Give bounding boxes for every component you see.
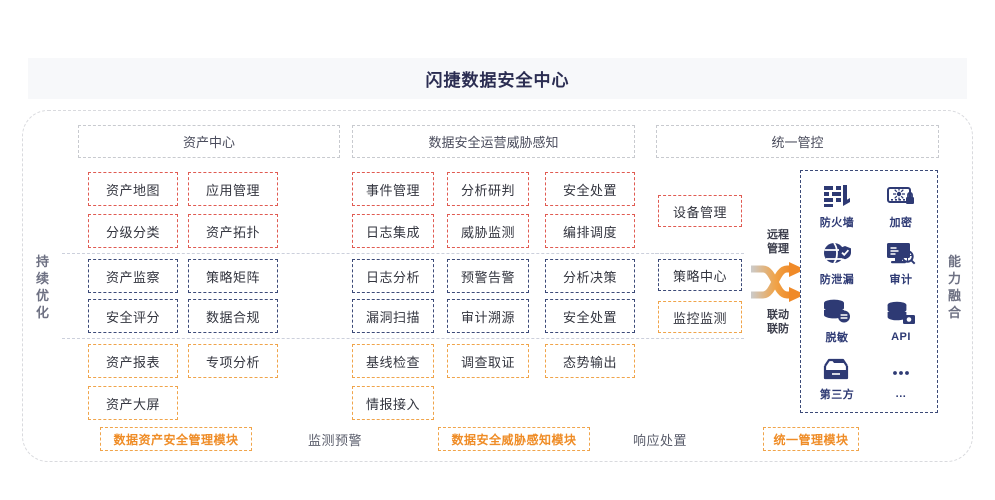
- tile-orchestration[interactable]: 编排调度: [545, 214, 635, 248]
- column-header-threat-awareness: 数据安全运营威胁感知: [352, 125, 635, 158]
- tile-analysis-judgment[interactable]: 分析研判: [447, 172, 529, 206]
- capability-label: API: [891, 330, 911, 343]
- tile-security-disposal[interactable]: 安全处置: [545, 299, 635, 333]
- tile-device-management[interactable]: 设备管理: [658, 195, 742, 227]
- capability-masking[interactable]: 脱敏: [805, 292, 869, 349]
- column-header-asset-center: 资产中心: [78, 125, 340, 158]
- capability-label: 第三方: [819, 388, 855, 401]
- tile-monitoring[interactable]: 监控监测: [658, 301, 742, 333]
- swap-arrows-icon: [751, 262, 805, 302]
- tile-asset-report[interactable]: 资产报表: [88, 344, 178, 378]
- tile-intel-access[interactable]: 情报接入: [352, 386, 434, 420]
- tile-log-analysis[interactable]: 日志分析: [352, 259, 434, 293]
- tier-separator-2: [62, 338, 744, 339]
- capability-label: 防火墙: [819, 217, 855, 230]
- capability-label: 审计: [889, 274, 913, 287]
- encryption-lock-icon: [886, 181, 916, 211]
- capability-audit[interactable]: 审计: [869, 234, 933, 291]
- capability-leak-prevention[interactable]: 防泄漏: [805, 234, 869, 291]
- capability-third-party[interactable]: 第三方: [805, 349, 869, 406]
- side-label-right: 能力融合: [947, 254, 962, 320]
- leak-prevention-icon: [822, 238, 852, 268]
- tile-analysis-decision[interactable]: 分析决策: [545, 259, 635, 293]
- side-label-left: 持续优化: [35, 254, 50, 320]
- tile-threat-monitoring[interactable]: 威胁监测: [447, 214, 529, 248]
- tile-asset-monitoring[interactable]: 资产监察: [88, 259, 178, 293]
- tile-event-management[interactable]: 事件管理: [352, 172, 434, 206]
- tile-data-compliance[interactable]: 数据合规: [188, 299, 278, 333]
- exchange-bottom-label: 联动联防: [767, 309, 789, 335]
- capability-panel: 防火墙 加密: [800, 170, 938, 413]
- tile-special-analysis[interactable]: 专项分析: [188, 344, 278, 378]
- tile-situation-output[interactable]: 态势输出: [545, 344, 635, 378]
- bottom-label-monitoring: 监测预警: [307, 432, 362, 448]
- exchange-block: 远程管理: [748, 228, 808, 336]
- capability-label: 脱敏: [825, 331, 849, 344]
- tile-policy-center[interactable]: 策略中心: [658, 259, 742, 291]
- exchange-top-label: 远程管理: [767, 229, 789, 255]
- tile-classification[interactable]: 分级分类: [88, 214, 178, 248]
- capability-encryption[interactable]: 加密: [869, 177, 933, 234]
- column-header-unified-control: 统一管控: [656, 125, 939, 158]
- tile-asset-topology[interactable]: 资产拓扑: [188, 214, 278, 248]
- page-title: 闪捷数据安全中心: [425, 71, 570, 90]
- capability-api[interactable]: API: [869, 292, 933, 349]
- tier-separator-right: [655, 253, 744, 254]
- tile-policy-matrix[interactable]: 策略矩阵: [188, 259, 278, 293]
- capability-label: ...: [895, 387, 907, 400]
- capability-label: 加密: [889, 217, 913, 230]
- header-bar: 闪捷数据安全中心: [28, 58, 967, 99]
- audit-monitor-icon: [886, 238, 916, 268]
- api-database-icon: [886, 298, 916, 328]
- tile-app-management[interactable]: 应用管理: [188, 172, 278, 206]
- tile-investigation[interactable]: 调查取证: [447, 344, 529, 378]
- tile-security-handling[interactable]: 安全处置: [545, 172, 635, 206]
- bottom-module-unified: 统一管理模块: [763, 427, 859, 451]
- firewall-icon: [822, 181, 852, 211]
- more-dots-icon: [886, 355, 916, 385]
- tile-asset-map[interactable]: 资产地图: [88, 172, 178, 206]
- tile-early-warning[interactable]: 预警告警: [447, 259, 529, 293]
- third-party-box-icon: [822, 353, 852, 383]
- tile-security-score[interactable]: 安全评分: [88, 299, 178, 333]
- tile-vuln-scan[interactable]: 漏洞扫描: [352, 299, 434, 333]
- bottom-module-data-asset: 数据资产安全管理模块: [100, 427, 252, 451]
- tile-asset-dashboard[interactable]: 资产大屏: [88, 386, 178, 420]
- capability-more[interactable]: ...: [869, 349, 933, 406]
- bottom-module-threat: 数据安全威胁感知模块: [438, 427, 590, 451]
- tile-baseline-check[interactable]: 基线检查: [352, 344, 434, 378]
- masking-database-icon: [822, 296, 852, 326]
- tile-log-integration[interactable]: 日志集成: [352, 214, 434, 248]
- capability-firewall[interactable]: 防火墙: [805, 177, 869, 234]
- capability-label: 防泄漏: [819, 274, 855, 287]
- bottom-label-response: 响应处置: [632, 432, 687, 448]
- tier-separator-1: [62, 253, 744, 254]
- tile-audit-traceback[interactable]: 审计溯源: [447, 299, 529, 333]
